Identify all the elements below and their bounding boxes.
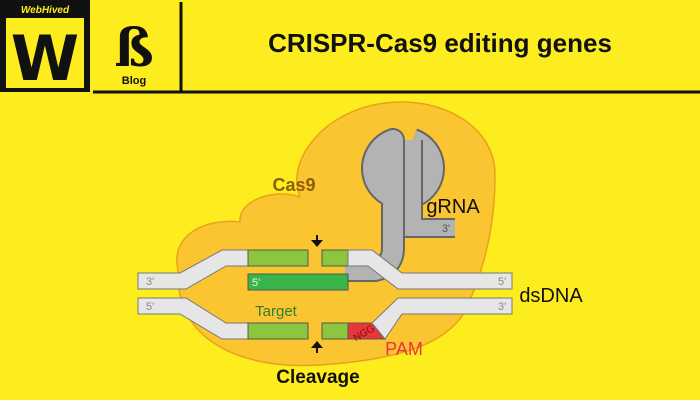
- blog-label: Blog: [122, 75, 146, 87]
- cas9-label: Cas9: [272, 175, 315, 195]
- cleavage-label: Cleavage: [276, 367, 359, 388]
- bottom-strand-right-end: 3': [498, 301, 506, 313]
- grna-hairpin: 3': [345, 128, 455, 282]
- logo-text: WebHived: [21, 5, 70, 16]
- target-segment-bottom-left: [247, 322, 309, 340]
- cleavage-arrow-bottom: [311, 341, 323, 353]
- pam-label: PAM: [385, 339, 423, 359]
- top-strand-right-end: 5': [498, 276, 506, 288]
- grna-guide-end: 5': [252, 277, 260, 289]
- cleavage-arrow-top: [311, 235, 323, 247]
- dna-top-strand: 3' 5': [137, 249, 513, 290]
- logo-inner: [6, 18, 84, 88]
- header: WebHived W ß Blog CRISPR-Cas9 editing ge…: [0, 0, 700, 95]
- blog-letter: ß: [114, 18, 154, 79]
- page-title: CRISPR-Cas9 editing genes: [268, 28, 612, 58]
- dna-bottom-strand: 5' 3' NGG: [137, 297, 513, 344]
- target-label: Target: [255, 303, 298, 320]
- bottom-strand-left-end: 5': [146, 301, 154, 313]
- top-strand-left-end: 3': [146, 276, 154, 288]
- grna-guide-segment: [247, 273, 349, 291]
- logo-letter: W: [11, 22, 79, 95]
- grna-label: gRNA: [426, 196, 480, 218]
- dsdna-label: dsDNA: [519, 285, 583, 307]
- target-segment-bottom-right: [321, 322, 349, 340]
- grna-end-label: 3': [442, 223, 450, 235]
- target-segment-top-right: [321, 249, 349, 267]
- target-segment-top-left: [247, 249, 309, 267]
